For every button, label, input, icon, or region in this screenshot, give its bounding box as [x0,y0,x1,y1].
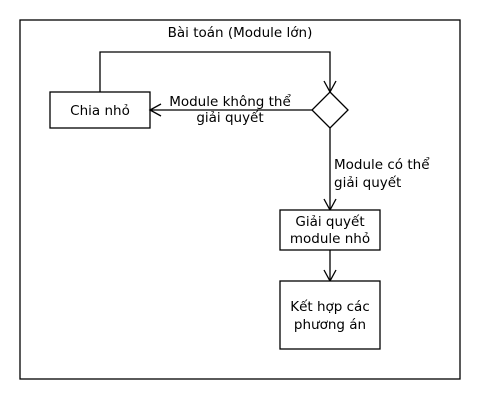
loop-back-connector [99,51,331,92]
not-solvable-arrowhead [148,103,162,117]
outer-frame [19,19,461,380]
solve-node-label-line1: Giải quyết [295,213,364,230]
solve-node [279,209,381,251]
diagram-title: Bài toán (Module lớn) [168,25,313,41]
not-solvable-label-line1: Module không thể [169,93,291,110]
split-node-label: Chia nhỏ [70,103,130,119]
solvable-label-line1: Module có thể [334,156,430,173]
not-solvable-label-line2: giải quyết [196,109,263,126]
combine-node [279,280,381,350]
combine-node-label-line1: Kết hợp các [290,298,370,315]
combine-node-label-line2: phương án [294,317,366,333]
solvable-label-line2: giải quyết [334,174,401,191]
solve-node-label-line2: module nhỏ [290,231,370,247]
